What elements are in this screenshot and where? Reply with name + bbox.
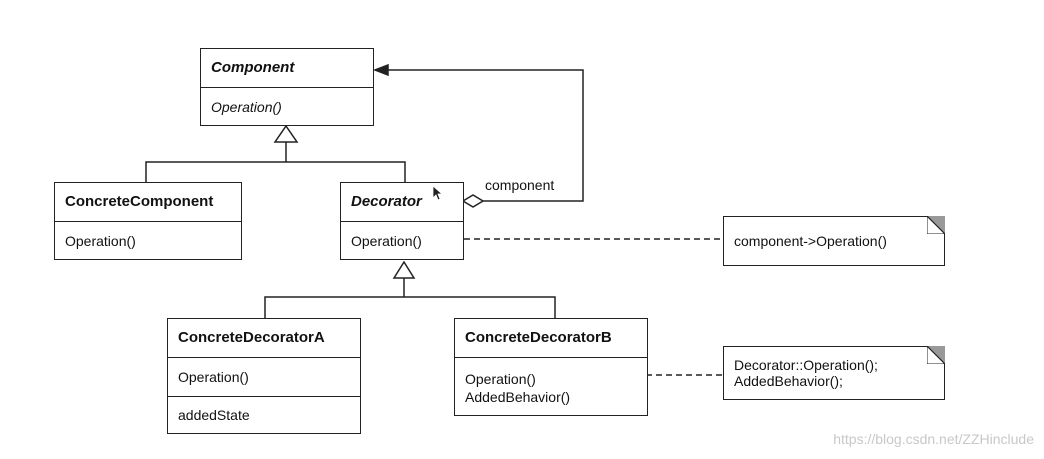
operation: Operation() <box>211 99 282 115</box>
operation: Operation() <box>465 371 536 387</box>
operation: Operation() <box>351 233 422 249</box>
class-name: Decorator <box>341 183 463 222</box>
association-label: component <box>485 177 555 193</box>
note-decorator: component->Operation() <box>723 216 945 266</box>
aggregation-line-component <box>388 69 584 202</box>
operation: Operation() <box>178 369 249 385</box>
watermark: https://blog.csdn.net/ZZHinclude <box>833 431 1034 447</box>
class-concrete-decorator-b: ConcreteDecoratorB Operation() AddedBeha… <box>454 318 648 416</box>
operations-section: Operation() <box>341 222 463 260</box>
attributes-section: addedState <box>168 397 360 434</box>
class-decorator: Decorator Operation() <box>340 182 464 260</box>
inheritance-triangle-decorator <box>392 260 416 279</box>
aggregation-arrowhead <box>372 63 389 77</box>
note-decorator-b: Decorator::Operation(); AddedBehavior(); <box>723 346 945 400</box>
operations-section: Operation() AddedBehavior() <box>455 358 647 406</box>
aggregation-diamond <box>461 194 485 208</box>
inheritance-line-concrete-component <box>145 161 286 182</box>
mouse-cursor-icon <box>432 185 444 201</box>
inheritance-line-decorator-a <box>264 296 404 318</box>
folded-corner-icon <box>927 346 945 364</box>
inheritance-line-decorator <box>286 161 406 182</box>
attribute: addedState <box>178 407 250 423</box>
class-concrete-component: ConcreteComponent Operation() <box>54 182 242 260</box>
inheritance-line-decorator-b <box>404 296 556 318</box>
note-line: AddedBehavior(); <box>734 373 843 389</box>
operations-section: Operation() <box>168 358 360 397</box>
operation: AddedBehavior() <box>465 389 571 405</box>
class-name: ConcreteDecoratorB <box>455 319 647 358</box>
folded-corner-icon <box>927 216 945 234</box>
note-line: Decorator::Operation(); <box>734 357 878 373</box>
note-line: component->Operation() <box>734 233 887 249</box>
class-concrete-decorator-a: ConcreteDecoratorA Operation() addedStat… <box>167 318 361 434</box>
class-name: Component <box>201 49 373 88</box>
class-name: ConcreteDecoratorA <box>168 319 360 358</box>
inheritance-triangle-component <box>273 124 299 143</box>
operation: Operation() <box>65 233 136 249</box>
class-component: Component Operation() <box>200 48 374 126</box>
operations-section: Operation() <box>55 222 241 260</box>
class-name: ConcreteComponent <box>55 183 241 222</box>
operations-section: Operation() <box>201 88 373 126</box>
